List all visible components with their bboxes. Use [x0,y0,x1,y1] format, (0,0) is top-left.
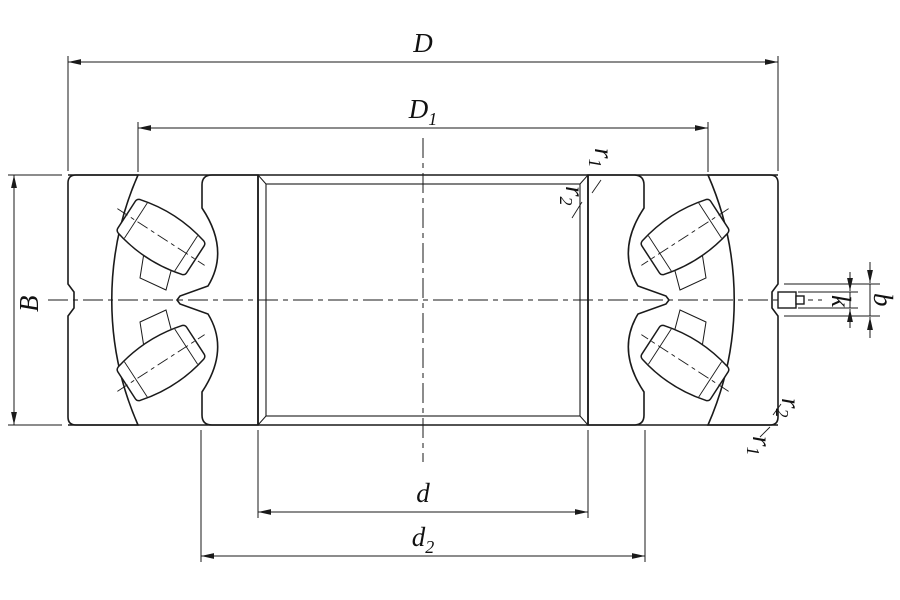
dimension-label-d: d [416,478,430,508]
dimension-label-d2: d2 [412,522,435,557]
chamfer-label-r1-top: r1 [585,148,619,168]
bore-chamfer-corner [579,174,589,185]
dimension-label-D1: D1 [408,94,438,129]
oil-hole-tip [795,295,805,305]
dimension-label-k: k [826,295,856,308]
dimensions: D D1 d d2 B b k [8,28,898,562]
chamfer-label-r2-top: r2 [556,186,590,206]
dimension-label-B: B [14,296,44,313]
leader-line-r2-bottom [772,403,782,416]
chamfer-label-r1-bottom: r1 [743,436,777,456]
oil-hole-body [777,291,797,309]
bore-chamfer-corner [257,415,267,426]
bore-chamfer-rect [265,183,581,417]
dimension-label-b: b [868,293,898,307]
leader-line-r1-top [591,179,602,194]
leader-line-r2-top [571,201,583,219]
leader-line-r1-bottom [759,426,771,438]
dimension-label-D: D [412,28,433,58]
bore-chamfer-corner [257,174,267,185]
chamfer-label-r2-bottom: r2 [772,398,806,418]
bore-chamfer-corner [579,415,589,426]
